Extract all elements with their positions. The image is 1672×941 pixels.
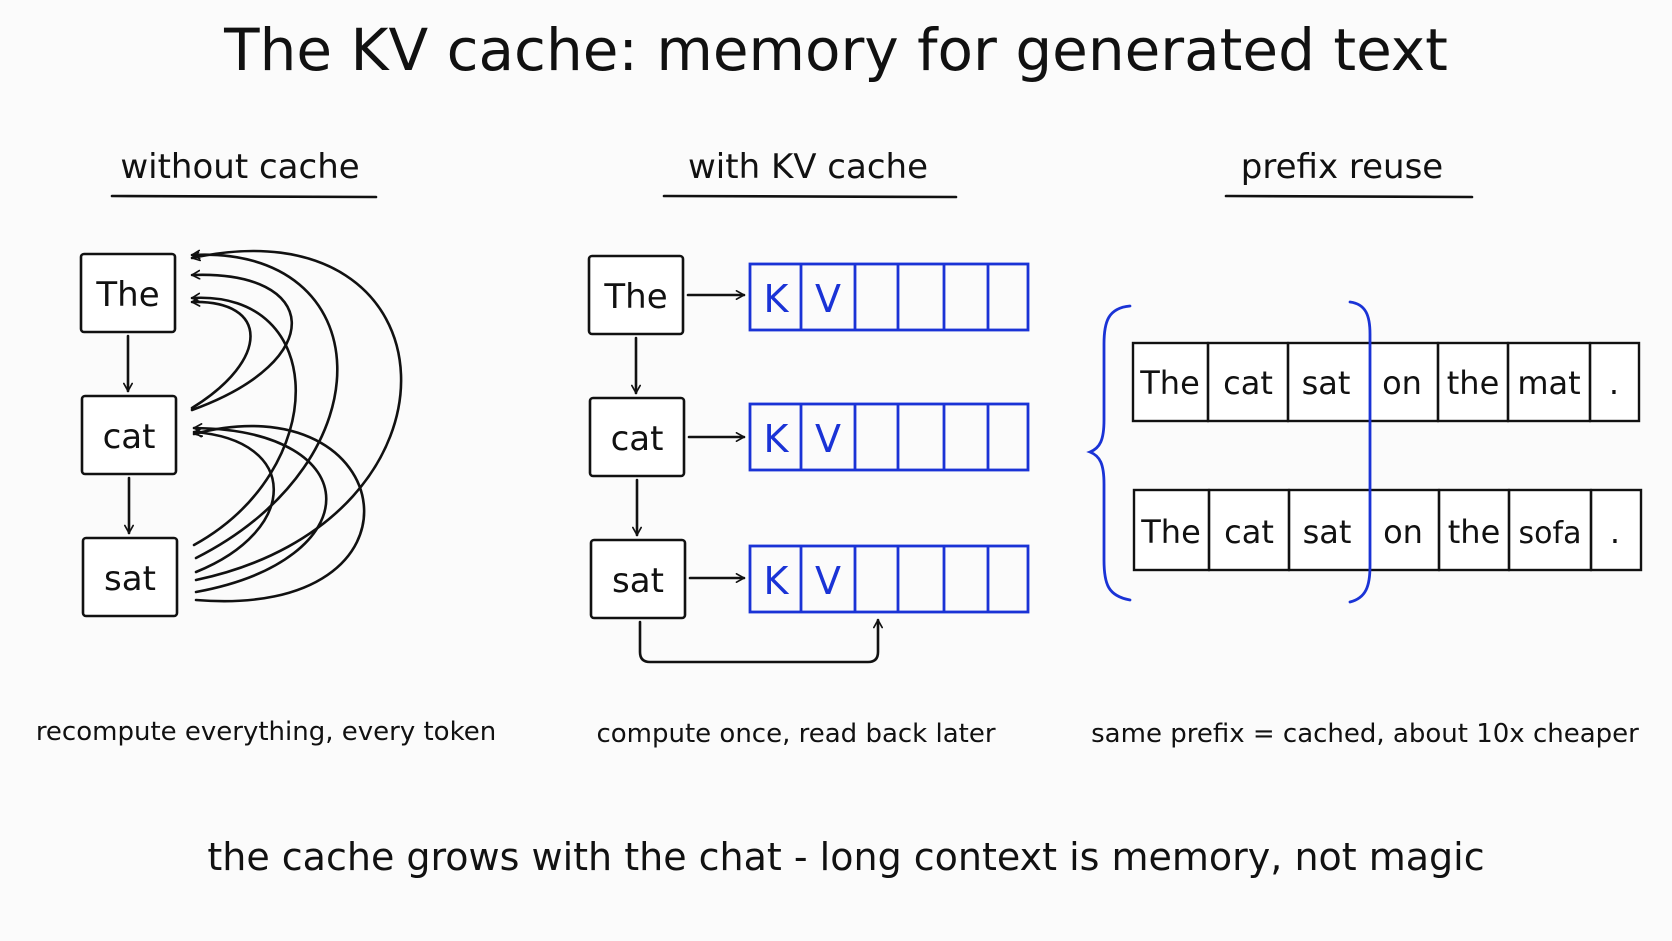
key-label: K [764, 559, 790, 603]
token-label: cat [103, 417, 156, 457]
caption-with-kv-cache: compute once, read back later [596, 719, 995, 749]
recompute-arcs [190, 249, 403, 603]
token-box-sat: sat [589, 538, 687, 620]
token-cell: cat [1224, 513, 1274, 551]
token-cell: sofa [1519, 516, 1582, 551]
left-brace [1086, 304, 1132, 602]
token-cell: . [1609, 364, 1619, 402]
heading-prefix-reuse: prefix reuse [1241, 147, 1443, 187]
token-cell: the [1448, 513, 1501, 551]
value-label: V [815, 559, 841, 603]
token-label: cat [611, 419, 664, 459]
key-label: K [764, 417, 790, 461]
token-cell: . [1610, 513, 1620, 551]
token-box-cat: cat [588, 396, 686, 478]
token-sequence-1: The cat sat on the mat . [1131, 341, 1641, 423]
caption-without-cache: recompute everything, every token [36, 717, 496, 747]
token-label: sat [104, 559, 156, 599]
token-cell: sat [1302, 364, 1351, 402]
kv-cache-row: K V [748, 402, 1030, 472]
token-box-the: The [79, 252, 177, 334]
value-label: V [815, 417, 841, 461]
token-label: The [603, 277, 667, 317]
right-bracket [1348, 300, 1372, 604]
panel-without-cache: without cache The cat sat recomp [36, 147, 496, 747]
token-label: The [95, 275, 159, 315]
heading-underline [110, 194, 378, 199]
heading-underline [1224, 194, 1474, 199]
token-cell: on [1383, 513, 1423, 551]
token-cell: on [1382, 364, 1422, 402]
token-cell: The [1140, 513, 1201, 551]
token-cell: cat [1223, 364, 1273, 402]
token-label: sat [612, 561, 664, 601]
token-sequence-2: The cat sat on the sofa . [1132, 488, 1643, 572]
heading-without-cache: without cache [120, 147, 359, 187]
heading-underline [662, 194, 958, 199]
caption-prefix-reuse: same prefix = cached, about 10x cheaper [1091, 719, 1639, 749]
page-title: The KV cache: memory for generated text [223, 16, 1448, 84]
value-label: V [815, 277, 841, 321]
token-box-cat: cat [80, 394, 178, 476]
token-cell: The [1139, 364, 1200, 402]
token-cell: mat [1517, 364, 1580, 402]
token-cell: sat [1303, 513, 1352, 551]
token-box-sat: sat [81, 536, 179, 618]
kv-cache-row: K V [748, 262, 1030, 332]
heading-with-kv-cache: with KV cache [688, 147, 928, 187]
key-label: K [764, 277, 790, 321]
token-cell: the [1447, 364, 1500, 402]
kv-cache-row: K V [748, 544, 1030, 614]
footer-note: the cache grows with the chat - long con… [207, 835, 1484, 879]
panel-with-kv-cache: with KV cache The cat sat K [587, 147, 1030, 749]
panel-prefix-reuse: prefix reuse The cat sat on the mat . [1086, 147, 1643, 749]
token-box-the: The [587, 254, 685, 336]
read-back-arrow [638, 618, 883, 664]
